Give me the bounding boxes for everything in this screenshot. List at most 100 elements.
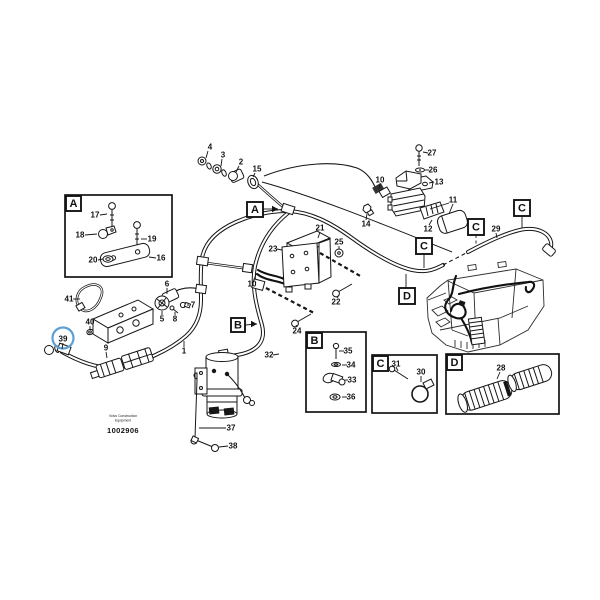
detail-box-d-label: D bbox=[451, 357, 459, 369]
bracket-assembly-21-23 bbox=[251, 230, 363, 328]
part-label-15[interactable]: 15 bbox=[253, 165, 262, 174]
part-label-26[interactable]: 26 bbox=[429, 166, 438, 175]
ref-marker-b-1[interactable]: B bbox=[230, 317, 258, 333]
part-leader-12 bbox=[428, 219, 433, 226]
ref-marker-d-5[interactable]: D bbox=[398, 274, 416, 305]
part-leader-16 bbox=[148, 256, 157, 259]
ref-marker-letter: C bbox=[472, 222, 480, 234]
part-label-23[interactable]: 23 bbox=[269, 245, 278, 254]
nut-36 bbox=[329, 393, 341, 401]
part-label-29[interactable]: 29 bbox=[492, 225, 501, 234]
part-label-36[interactable]: 36 bbox=[347, 393, 356, 402]
ref-marker-letter: B bbox=[234, 320, 242, 332]
part-leader-18 bbox=[84, 233, 98, 236]
ref-marker-arrowhead bbox=[272, 205, 278, 213]
part-label-10[interactable]: 10 bbox=[376, 176, 385, 185]
ref-marker-c-2[interactable]: C bbox=[513, 199, 531, 228]
part-leader-9 bbox=[105, 351, 108, 359]
ref-marker-box bbox=[415, 237, 433, 255]
part-label-41[interactable]: 41 bbox=[65, 295, 74, 304]
part-label-37[interactable]: 37 bbox=[227, 424, 236, 433]
part-label-35[interactable]: 35 bbox=[344, 347, 353, 356]
ref-marker-arrowhead bbox=[251, 320, 257, 328]
bolt-19 bbox=[133, 221, 141, 247]
part-label-39-selected[interactable]: 39 bbox=[59, 335, 68, 344]
part-leader-32 bbox=[272, 353, 280, 356]
part-leader-28 bbox=[496, 371, 501, 380]
part-leader-21 bbox=[317, 231, 321, 239]
part-label-21[interactable]: 21 bbox=[316, 224, 325, 233]
part-label-10[interactable]: 10 bbox=[248, 280, 257, 289]
part-label-31[interactable]: 31 bbox=[392, 360, 401, 369]
part-leader-22 bbox=[336, 294, 340, 299]
part-label-18[interactable]: 18 bbox=[76, 231, 85, 240]
detail-box-c-label: C bbox=[377, 358, 385, 370]
ref-marker-a-0[interactable]: A bbox=[246, 201, 278, 218]
part-leader-10 bbox=[253, 273, 257, 281]
ref-marker-letter: C bbox=[420, 241, 428, 253]
clamp-30 bbox=[411, 378, 435, 403]
part-leader-29 bbox=[495, 232, 498, 239]
nut-14 bbox=[362, 203, 375, 217]
part-label-4[interactable]: 4 bbox=[208, 143, 213, 152]
footer-brand-line1: Volvo Construction bbox=[109, 414, 137, 418]
part-label-14[interactable]: 14 bbox=[362, 220, 371, 229]
part-label-8[interactable]: 8 bbox=[173, 315, 178, 324]
selected-part-highlight bbox=[51, 326, 75, 350]
part-label-32[interactable]: 32 bbox=[265, 351, 274, 360]
part-label-16[interactable]: 16 bbox=[157, 254, 166, 263]
part-label-5[interactable]: 5 bbox=[160, 315, 165, 324]
part-label-7[interactable]: 7 bbox=[191, 301, 196, 310]
part-label-2[interactable]: 2 bbox=[239, 158, 244, 167]
part-label-6[interactable]: 6 bbox=[165, 280, 170, 289]
washer-26 bbox=[415, 167, 425, 173]
part-label-19[interactable]: 19 bbox=[148, 235, 157, 244]
part-label-3[interactable]: 3 bbox=[221, 151, 226, 160]
ref-marker-box bbox=[513, 199, 531, 217]
cable-tie-41 bbox=[75, 283, 104, 313]
part-label-20[interactable]: 20 bbox=[89, 256, 98, 265]
part-label-11[interactable]: 11 bbox=[449, 196, 458, 205]
part-label-17[interactable]: 17 bbox=[91, 211, 100, 220]
part-leader-13 bbox=[428, 181, 435, 184]
hydraulic-fittings-group bbox=[197, 156, 259, 190]
part-label-13[interactable]: 13 bbox=[435, 178, 444, 187]
part-label-38[interactable]: 38 bbox=[229, 442, 238, 451]
detail-box-d: D bbox=[445, 353, 560, 415]
ref-marker-box bbox=[230, 317, 246, 333]
part-label-22[interactable]: 22 bbox=[332, 298, 341, 307]
ref-marker-box bbox=[467, 218, 485, 236]
figure-number: 1002906 bbox=[107, 426, 139, 435]
ref-marker-c-4[interactable]: C bbox=[415, 237, 433, 268]
part-leader-27 bbox=[422, 151, 429, 154]
part-leader-14 bbox=[365, 213, 368, 221]
part-leader-39 bbox=[61, 342, 64, 350]
ref-marker-box bbox=[398, 287, 416, 305]
part-label-40[interactable]: 40 bbox=[86, 318, 95, 327]
part-leader-31 bbox=[395, 366, 399, 372]
relay-body bbox=[387, 187, 426, 217]
part-label-12[interactable]: 12 bbox=[424, 225, 433, 234]
part-label-27[interactable]: 27 bbox=[428, 149, 437, 158]
bolt-35 bbox=[332, 342, 340, 359]
engine-block bbox=[426, 260, 545, 353]
part-leader-2 bbox=[235, 165, 240, 173]
detail-box-c: C bbox=[371, 354, 438, 414]
part-leader-38 bbox=[218, 445, 229, 448]
part-label-30[interactable]: 30 bbox=[417, 368, 426, 377]
part-label-24[interactable]: 24 bbox=[293, 327, 302, 336]
ref-marker-c-3[interactable]: C bbox=[467, 218, 485, 246]
part-label-25[interactable]: 25 bbox=[335, 238, 344, 247]
part-label-28[interactable]: 28 bbox=[497, 364, 506, 373]
valve-block bbox=[91, 299, 155, 344]
clamp-18 bbox=[98, 225, 117, 239]
part-leader-24 bbox=[295, 324, 298, 328]
part-label-34[interactable]: 34 bbox=[347, 361, 356, 370]
connector-5-6 bbox=[154, 288, 180, 311]
fitting-33 bbox=[322, 372, 346, 386]
relay-cable-connector-10 bbox=[372, 182, 392, 199]
part-label-9[interactable]: 9 bbox=[104, 344, 109, 353]
part-label-1[interactable]: 1 bbox=[182, 347, 187, 356]
part-label-33[interactable]: 33 bbox=[348, 376, 357, 385]
